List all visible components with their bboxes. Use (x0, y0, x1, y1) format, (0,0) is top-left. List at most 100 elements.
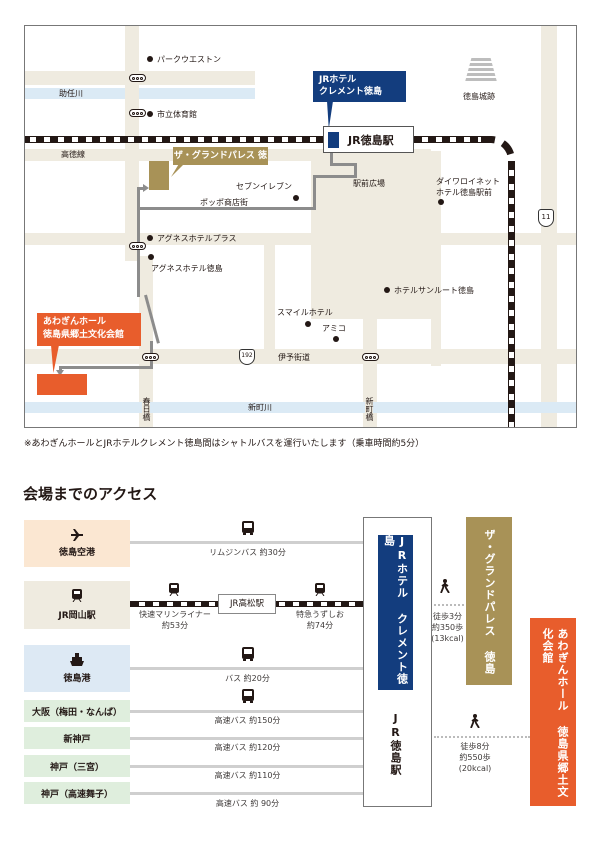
route-label: 特急うずしお約74分 (280, 610, 360, 632)
arrow-down-icon (56, 370, 64, 376)
walk-kcal: (20kcal) (458, 763, 492, 773)
label-daiwa: ダイワロイネット (436, 177, 500, 186)
awagin-line-1: あわぎんホール (43, 317, 107, 327)
route-line (130, 737, 363, 740)
castle-icon (465, 58, 497, 82)
walking-icon (470, 714, 480, 728)
route-192-shield: 192 (239, 349, 255, 365)
route-line (130, 710, 363, 713)
label-shinmachi-bridge: 新町橋 (365, 397, 374, 421)
label-agnes-plus: アグネスホテルプラス (157, 234, 237, 243)
route-label: バス 約20分 (225, 674, 270, 683)
walk-time: 徒歩3分 (432, 612, 463, 621)
jr-station-label: JR徳島駅 (389, 712, 402, 776)
label-amico: アミコ (322, 324, 346, 333)
source-tokushima-airport: 徳島空港 (24, 520, 130, 567)
walking-icon (440, 579, 450, 593)
route-number: 192 (241, 352, 253, 359)
grand-palace-box: ザ・グランドパレス 徳島 (466, 517, 512, 685)
source-name: 神戸（高速舞子） (40, 789, 113, 800)
label-sukeke-river: 助任川 (59, 89, 83, 98)
source-jr-okayama: JR岡山駅 (24, 581, 130, 629)
walk-time: 徒歩8分 (460, 742, 490, 751)
shuttle-note: ※あわぎんホールとJRホテルクレメント徳島間はシャトルバスを運行いたします（乗車… (24, 439, 425, 449)
walk-steps: 約550歩 (459, 752, 491, 762)
route-label: 高速バス 約 90分 (215, 799, 280, 808)
label-poppo: ポッポ商店街 (200, 198, 248, 207)
jr-hotel-box: JRホテル クレメント徳島 (378, 535, 413, 690)
walk-steps: 約350歩 (431, 622, 464, 632)
route-line-1: 快速マリンライナー (139, 610, 211, 619)
label-ekimae: 駅前広場 (353, 179, 385, 188)
route-label: 快速マリンライナー約53分 (125, 610, 225, 632)
route-label: 高速バス 約110分 (214, 771, 281, 780)
train-icon (315, 583, 325, 596)
sukeke-river (25, 88, 255, 99)
airplane-icon (71, 529, 83, 541)
label-shinmachi-river: 新町川 (248, 403, 272, 412)
source-name: 新神戸 (63, 734, 91, 745)
source-name: 神戸（三宮） (49, 762, 104, 773)
grand-palace-marker (149, 161, 169, 190)
source-shin-kobe: 新神戸 (24, 727, 130, 749)
arrow-right-icon (143, 184, 149, 192)
label-iyo-kaido: 伊予街道 (278, 353, 310, 362)
traffic-signal-icon (142, 353, 159, 361)
source-tokushima-port: 徳島港 (24, 645, 130, 692)
label-castle: 徳島城跡 (463, 92, 495, 101)
label-park-weston: パークウエストン (157, 55, 221, 64)
route-line (130, 765, 363, 768)
source-kobe-maiko: 神戸（高速舞子） (24, 782, 130, 804)
traffic-signal-icon (362, 353, 379, 361)
route-line (130, 667, 363, 670)
jr-station-label: JR徳島駅 (348, 133, 394, 147)
grand-palace-label: ザ・グランドパレス 徳島 (173, 147, 268, 179)
source-name: 徳島空港 (58, 548, 95, 558)
route-line-1: 特急うずしお (296, 610, 344, 619)
jr-hotel-line-1: JRホテル (319, 75, 357, 85)
train-icon (72, 589, 82, 602)
train-icon (169, 583, 179, 596)
bus-icon (242, 521, 254, 535)
source-name: JR岡山駅 (58, 611, 96, 621)
awagin-box: あわぎんホール 徳島県郷土文化会館 (530, 618, 576, 806)
label-sunroute: ホテルサンルート徳島 (394, 286, 474, 295)
source-kobe-sannomiya: 神戸（三宮） (24, 755, 130, 777)
transfer-station: JR高松駅 (218, 594, 276, 614)
jr-station-box: JR徳島駅 (323, 126, 414, 153)
label-city-gym: 市立体育館 (157, 110, 197, 119)
route-line-2: 約74分 (306, 620, 334, 630)
walk-path (434, 736, 530, 738)
label-agnes: アグネスホテル徳島 (151, 264, 223, 273)
access-title: 会場までのアクセス (23, 485, 158, 503)
source-name: 大阪（梅田・なんば） (31, 707, 122, 718)
jr-hotel-label: JRホテル クレメント徳島 (313, 71, 406, 102)
route-number: 11 (541, 213, 551, 221)
traffic-signal-icon (129, 242, 146, 250)
walk-info: 徒歩3分約350歩(13kcal) (425, 612, 470, 644)
jr-hotel-line-2: クレメント徳島 (319, 87, 383, 98)
route-label: リムジンバス 約30分 (209, 548, 286, 557)
walk-info: 徒歩8分約550歩(20kcal) (450, 742, 500, 774)
route-label: 高速バス 約150分 (214, 716, 281, 725)
railway (25, 136, 491, 143)
ship-icon (70, 653, 84, 666)
traffic-signal-icon (129, 74, 146, 82)
label-kotoku-line: 高徳線 (61, 150, 85, 159)
route-line-2: 約53分 (161, 620, 189, 630)
bus-icon (242, 689, 254, 703)
walk-kcal: (13kcal) (431, 633, 464, 643)
jr-hotel-marker (328, 131, 339, 148)
railway-vertical (508, 161, 515, 427)
awagin-marker (37, 374, 87, 395)
label-kasuga-bridge: 春日橋 (142, 397, 151, 421)
traffic-signal-icon (129, 109, 146, 117)
shinmachi-river (25, 402, 576, 413)
bus-icon (242, 647, 254, 661)
label-smile: スマイルホテル (277, 308, 333, 317)
label-daiwa-2: ホテル徳島駅前 (436, 188, 492, 197)
route-label: 高速バス 約120分 (214, 743, 281, 752)
route-line (130, 541, 363, 544)
awagin-label: あわぎんホール 徳島県郷土文化会館 (37, 313, 141, 346)
source-name: 徳島港 (63, 674, 91, 684)
